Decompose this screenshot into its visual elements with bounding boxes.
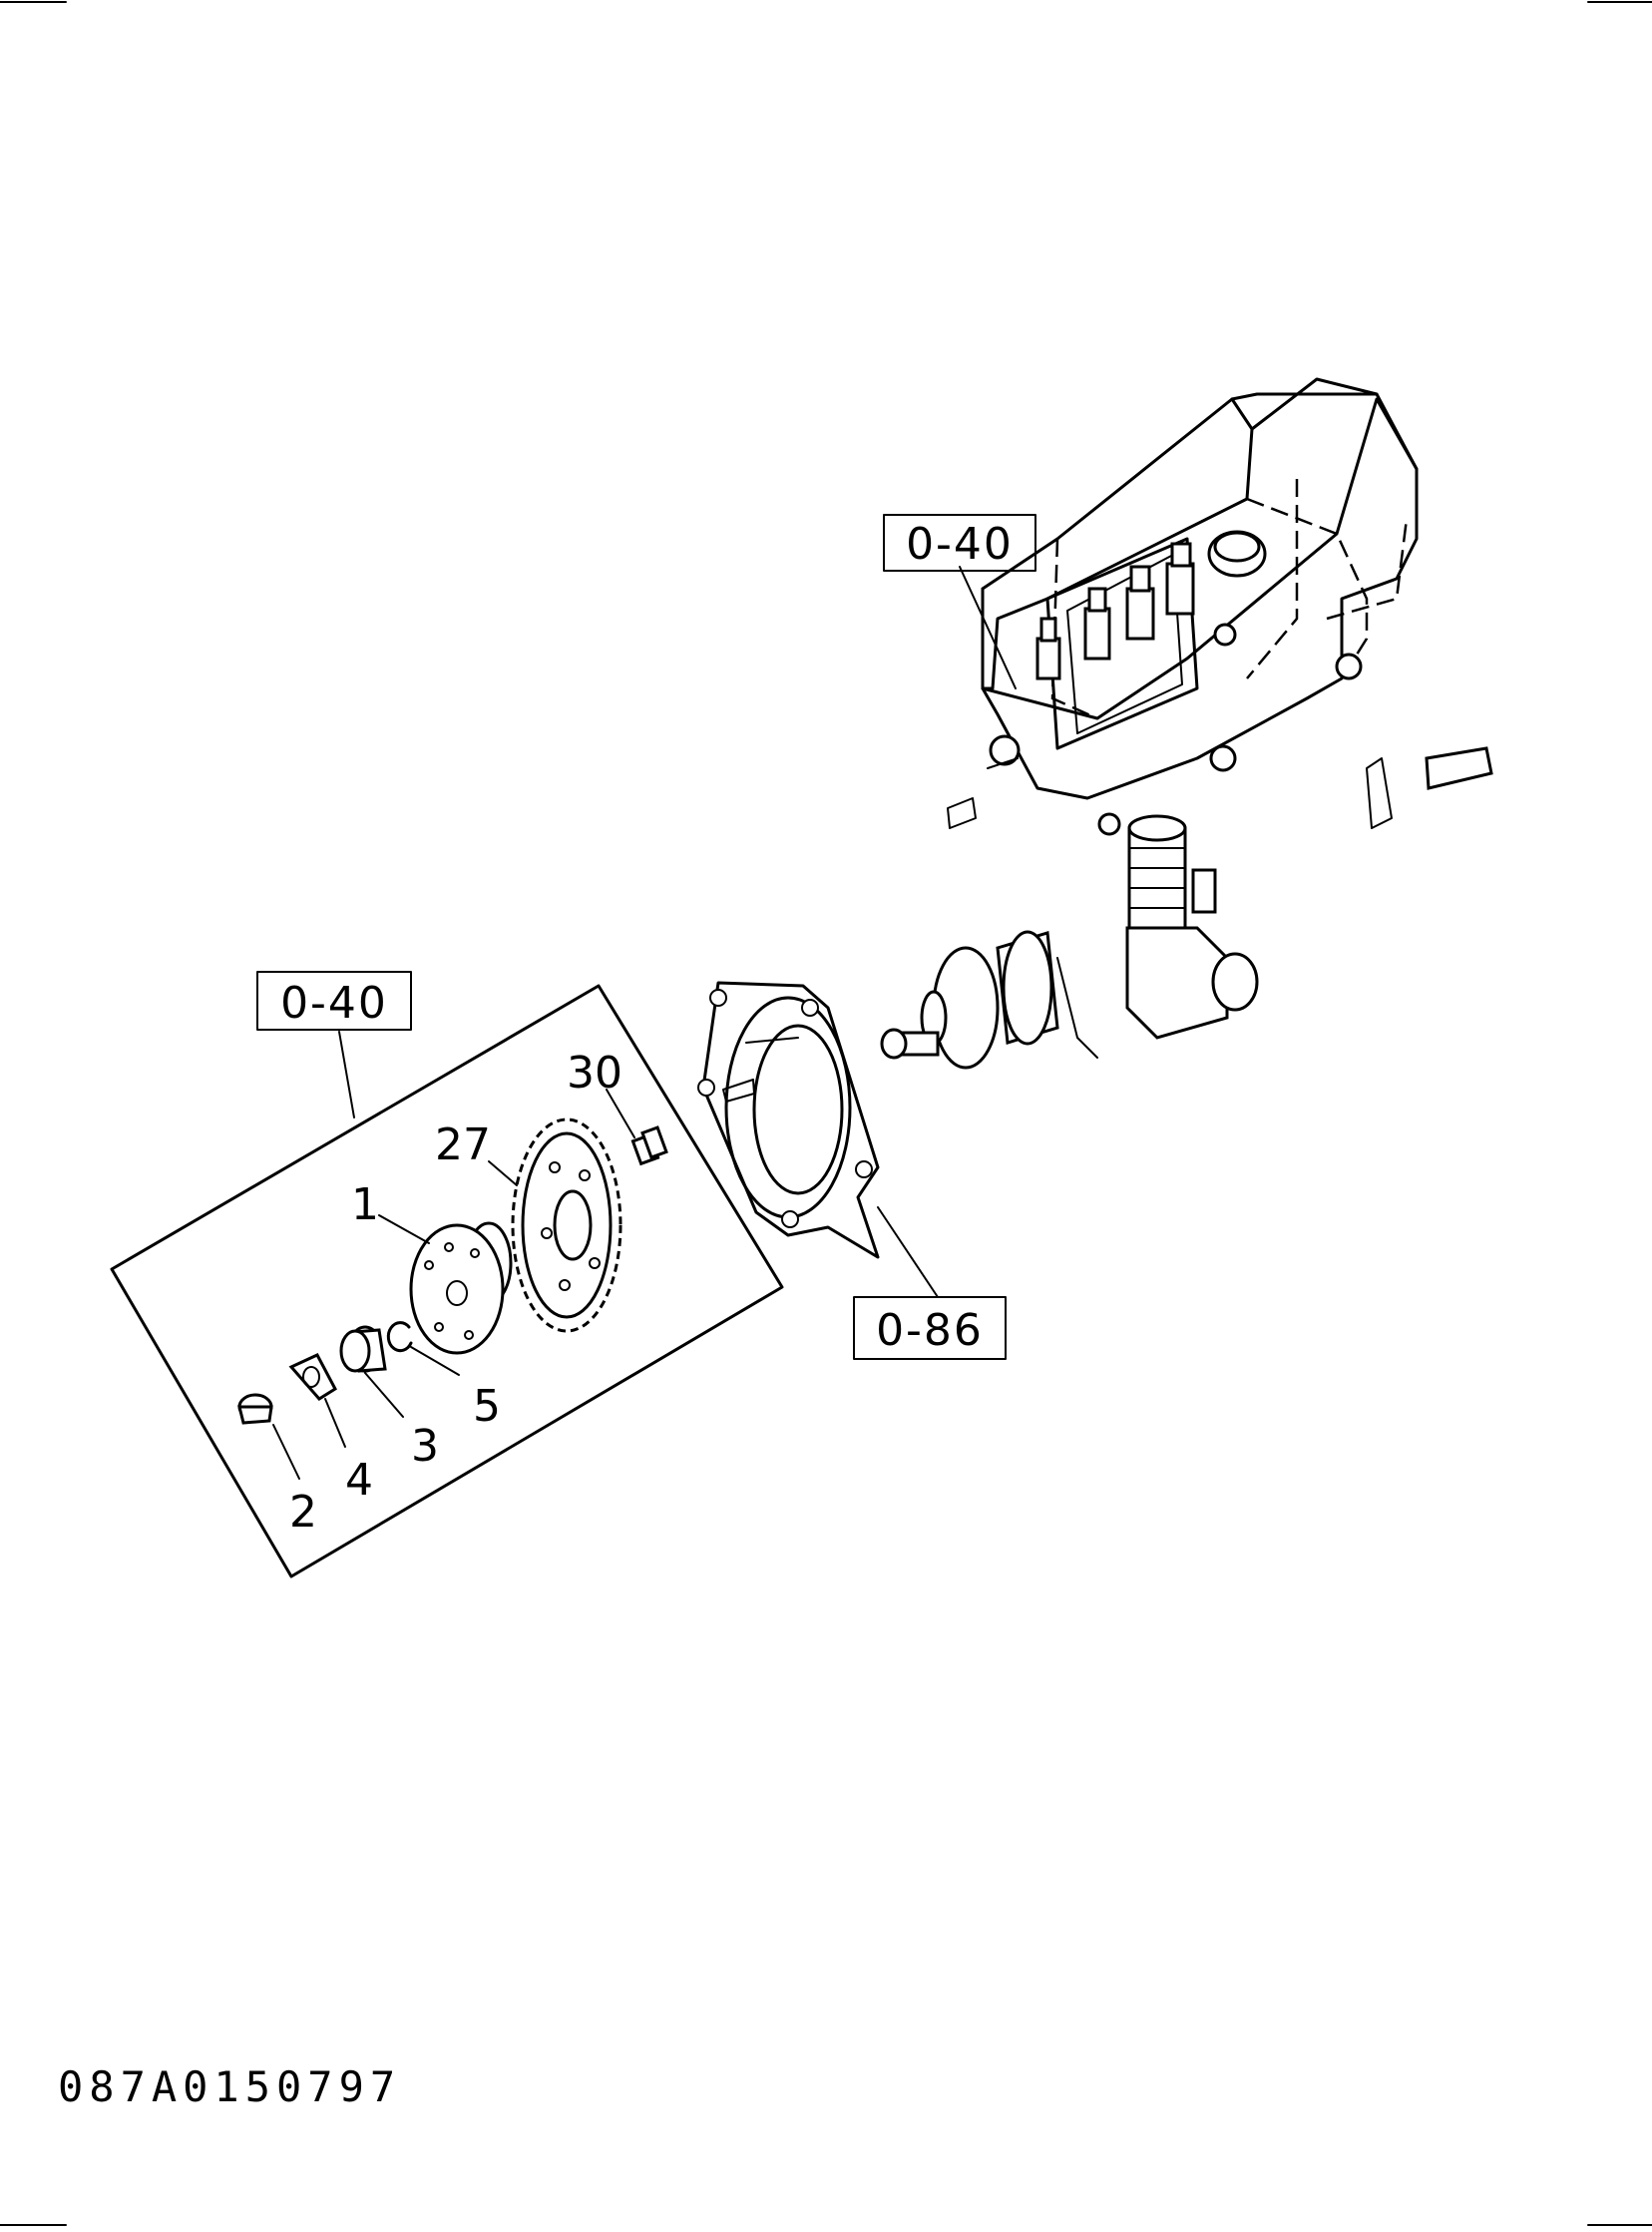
gear-group-ref-box[interactable]: 0-40 xyxy=(256,971,412,1031)
camshaft-end xyxy=(880,930,1098,1070)
label-part-3: 3 xyxy=(411,1421,439,1472)
drawing-code: 087A0150797 xyxy=(58,2062,401,2111)
label-part-2: 2 xyxy=(289,1487,317,1538)
leader-lines xyxy=(338,566,1017,1298)
pump-ref-box[interactable]: 0-40 xyxy=(883,514,1036,572)
label-part-4: 4 xyxy=(345,1455,373,1506)
part-4-lock-plate xyxy=(288,1353,346,1448)
pump-cover-flange xyxy=(697,981,880,1259)
gear-group-ref-text: 0-40 xyxy=(280,978,388,1029)
part-27-gear xyxy=(488,1117,622,1333)
gear-group-panel: 0-40 xyxy=(110,971,784,1578)
part-30-bolt xyxy=(606,1089,668,1166)
part-3-bushing xyxy=(339,1325,404,1418)
label-part-1: 1 xyxy=(351,1179,379,1230)
part-2-bolt xyxy=(237,1393,300,1480)
injection-pump-illustration xyxy=(880,377,1493,1070)
delivery-valves xyxy=(1035,530,1267,680)
label-part-5: 5 xyxy=(473,1381,501,1432)
label-part-27: 27 xyxy=(435,1119,491,1170)
cover-ref-box[interactable]: 0-86 xyxy=(853,1296,1007,1360)
label-part-30: 30 xyxy=(567,1048,622,1099)
control-rack xyxy=(1125,814,1259,1040)
part-5-snap-ring xyxy=(386,1321,460,1376)
pump-ref-text: 0-40 xyxy=(906,519,1014,570)
part-1-hub xyxy=(378,1214,513,1355)
cover-ref-text: 0-86 xyxy=(876,1305,984,1356)
